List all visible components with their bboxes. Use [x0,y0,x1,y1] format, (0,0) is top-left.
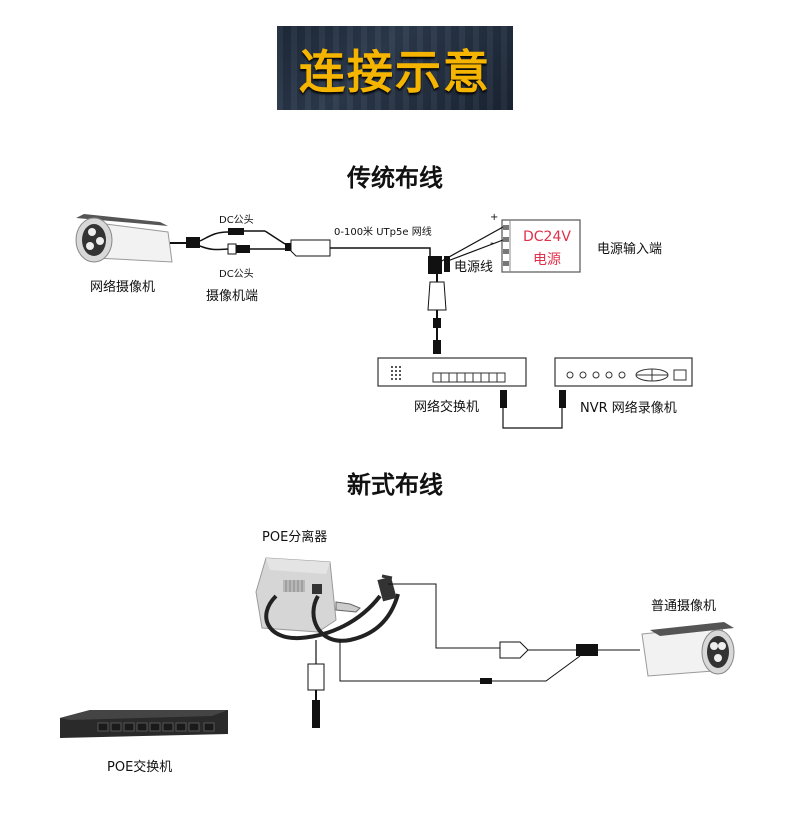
camera-end-label: 摄像机端 [206,289,259,304]
regular-camera-label: 普通摄像机 [651,599,717,614]
network-camera-icon [75,214,173,263]
switch-nvr-cable [500,390,566,429]
banner-background [277,26,513,110]
poe-splitter-icon [255,557,337,633]
title-banner: 连接示意 [277,26,513,110]
traditional-wiring-title: 传统布线 [347,164,443,192]
dc24v-power-supply-icon [439,219,581,273]
banner-title: 连接示意 [299,45,491,99]
psu-voltage-label: DC24V [523,229,571,245]
poe-switch-label: POE交换机 [107,760,173,775]
dc-male-top-label: DC公头 [219,215,254,226]
splitter-output-cables [264,574,400,643]
poe-splitter-label: POE分离器 [262,530,328,545]
positive-terminal-label: + [490,212,499,223]
cable-length-label: 0-100米 UTp5e 网线 [334,227,432,238]
power-injector-connector [427,256,450,354]
new-wiring-title: 新式布线 [347,471,443,499]
network-switch-icon [377,357,527,387]
nvr-recorder-icon [554,357,693,387]
regular-camera-icon [641,622,735,677]
dc-male-bottom-label: DC公头 [219,269,254,280]
power-input-label: 电源输入端 [597,242,663,257]
nvr-label: NVR 网络录像机 [580,401,677,416]
poe-switch-icon [60,710,228,738]
psu-name-label: 电源 [533,252,561,268]
poe-switch-cable [307,640,325,728]
network-camera-label: 网络摄像机 [90,280,156,295]
network-switch-label: 网络交换机 [414,400,480,415]
negative-terminal-label: - [490,238,494,249]
splitter-camera-lines [339,583,640,684]
power-line-label: 电源线 [454,260,494,275]
